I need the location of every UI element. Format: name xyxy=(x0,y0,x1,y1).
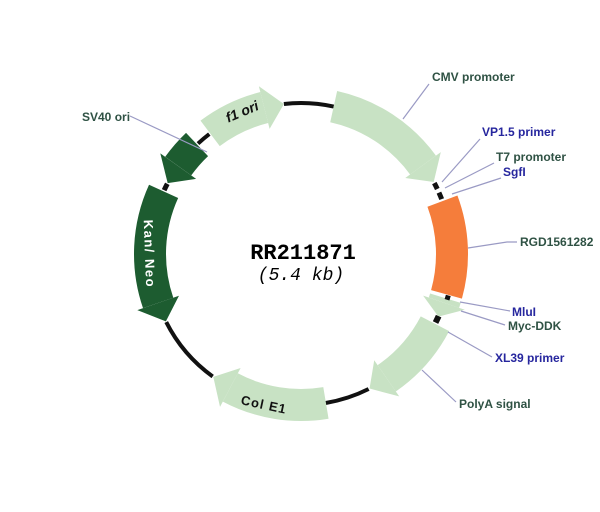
mlui-site-tick xyxy=(444,294,451,301)
cmv-promoter-arrow xyxy=(330,90,441,182)
kan-neo-arc-label: Kan/ Neo xyxy=(141,219,158,288)
t7-promoter-label: T7 promoter xyxy=(496,150,566,164)
vp15-primer-leader-line xyxy=(441,138,481,183)
vp15-primer-label: VP1.5 primer xyxy=(482,125,556,139)
orf-rgd1561282-band xyxy=(427,195,469,299)
mlui-leader-line xyxy=(459,301,511,312)
plasmid-size: (5.4 kb) xyxy=(258,266,344,286)
sv40-ori-label: SV40 ori xyxy=(82,110,130,124)
myc-ddk-arrow xyxy=(423,293,465,317)
tag-boundary-tick xyxy=(432,314,442,324)
mlui-label: MluI xyxy=(512,305,536,319)
cmv-promoter-leader-line xyxy=(402,83,430,120)
backbone-arc xyxy=(196,132,211,146)
backbone-arc xyxy=(164,321,214,379)
backbone-arc xyxy=(325,387,370,405)
col-e1-arrow xyxy=(213,367,329,421)
callout-labels: CMV promoter VP1.5 primer T7 promoter Sg… xyxy=(82,70,594,411)
plasmid-circle xyxy=(134,86,469,421)
sv40-ori-leader-line xyxy=(129,115,208,153)
plasmid-name: RR211871 xyxy=(250,241,356,266)
sgfi-label: SgfI xyxy=(503,165,526,179)
t7-promoter-leader-line xyxy=(444,162,495,189)
backbone-arc xyxy=(436,191,445,201)
orf-leader-line xyxy=(467,241,517,249)
leader-lines xyxy=(129,83,517,403)
polya-signal-arrow xyxy=(369,316,450,397)
kan-neo-arrow xyxy=(134,184,179,322)
orf-label: RGD1561282 xyxy=(520,235,594,249)
backbone-arc xyxy=(161,182,170,192)
backbone-arc xyxy=(432,181,440,191)
polya-signal-leader-line xyxy=(421,369,457,403)
xl39-primer-label: XL39 primer xyxy=(495,351,565,365)
sv40-ori-arrow xyxy=(160,132,209,184)
myc-ddk-label: Myc-DDK xyxy=(508,319,562,333)
f1-ori-arrow xyxy=(200,86,284,147)
polya-signal-label: PolyA signal xyxy=(459,397,531,411)
myc-ddk-leader-line xyxy=(460,310,506,326)
sgfi-leader-line xyxy=(451,177,502,195)
cmv-promoter-label: CMV promoter xyxy=(432,70,515,84)
backbone-arc xyxy=(283,101,335,109)
xl39-primer-leader-line xyxy=(447,331,493,358)
